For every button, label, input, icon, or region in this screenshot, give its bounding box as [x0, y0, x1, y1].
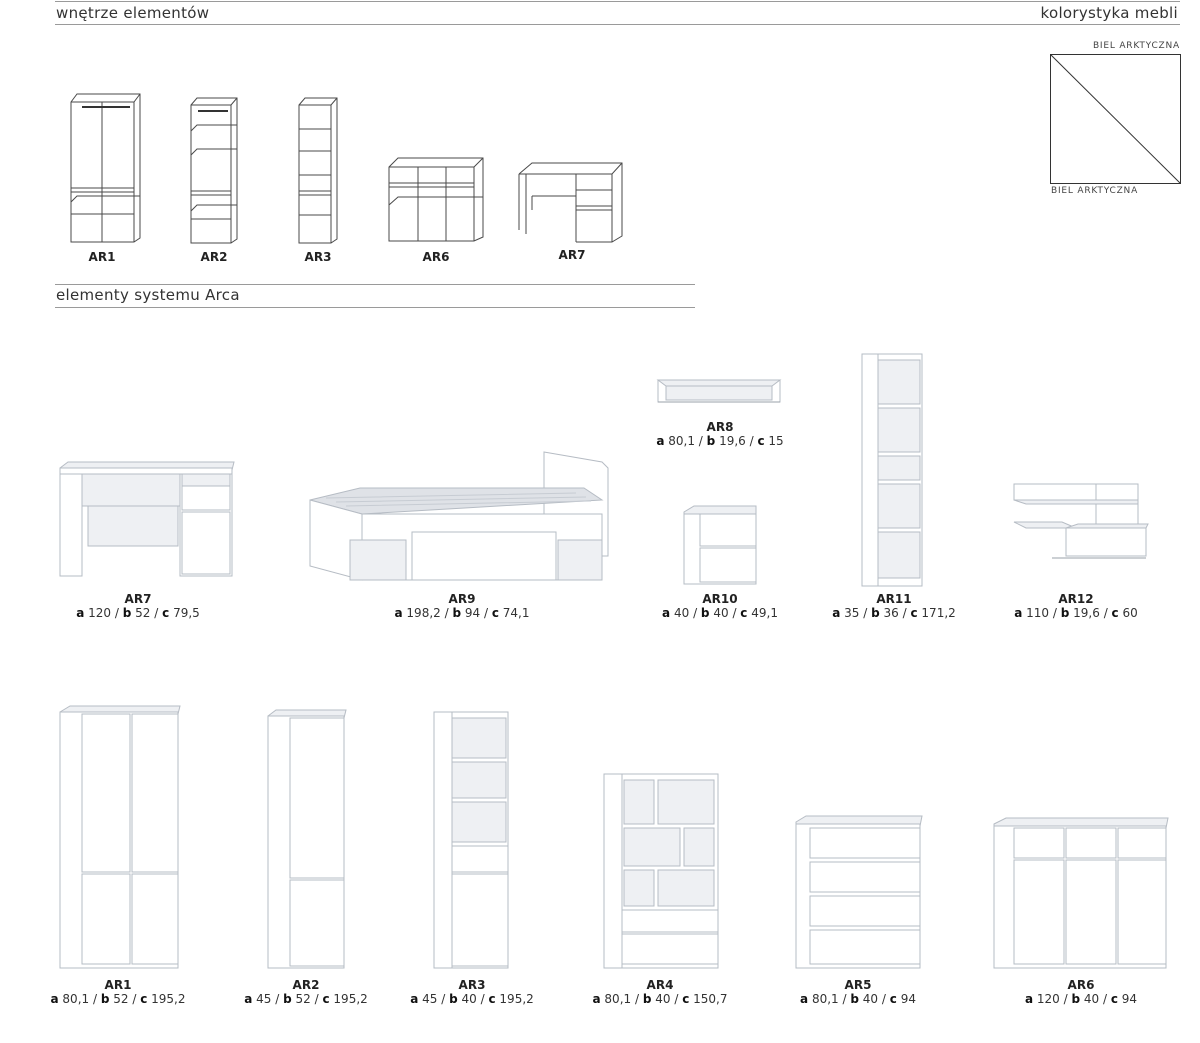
- interior-ar1-drawing: [70, 93, 141, 243]
- product-ar7: AR7 a 120 / b 52 / c 79,5: [76, 592, 200, 620]
- interior-ar6: AR6: [422, 250, 450, 264]
- product-ar4-image: [603, 773, 719, 969]
- interior-heading: wnętrze elementów: [56, 4, 210, 22]
- product-ar12: AR12 a 110 / b 19,6 / c 60: [1014, 592, 1138, 620]
- product-ar3-image: [433, 711, 509, 969]
- system-heading: elementy systemu Arca: [56, 286, 240, 304]
- product-ar6: AR6 a 120 / b 40 / c 94: [1024, 978, 1138, 1006]
- interior-ar7-drawing: [518, 162, 623, 243]
- colors-heading: kolorystyka mebli: [1040, 4, 1178, 22]
- interior-ar6-drawing: [388, 157, 484, 242]
- interior-ar3: AR3: [304, 250, 332, 264]
- product-ar1: AR1 a 80,1 / b 52 / c 195,2: [50, 978, 186, 1006]
- swatch-top-label: BIEL ARKTYCZNA: [1092, 41, 1180, 51]
- product-ar8: AR8 a 80,1 / b 19,6 / c 15: [656, 420, 784, 448]
- product-ar5-image: [795, 815, 923, 969]
- header-rule: [55, 24, 1180, 25]
- product-ar7-image: [59, 461, 235, 577]
- product-ar10-image: [683, 505, 757, 585]
- color-swatch-biel-arktyczna: [1050, 54, 1181, 184]
- product-ar3: AR3 a 45 / b 40 / c 195,2: [410, 978, 534, 1006]
- interior-ar2: AR2: [200, 250, 228, 264]
- product-ar5: AR5 a 80,1 / b 40 / c 94: [800, 978, 916, 1006]
- interior-ar7: AR7: [558, 248, 586, 262]
- product-ar6-image: [993, 817, 1169, 969]
- interior-ar3-drawing: [298, 97, 338, 244]
- product-ar9: AR9 a 198,2 / b 94 / c 74,1: [394, 592, 530, 620]
- product-ar4: AR4 a 80,1 / b 40 / c 150,7: [592, 978, 728, 1006]
- interior-ar1: AR1: [88, 250, 116, 264]
- product-ar11: AR11 a 35 / b 36 / c 171,2: [832, 592, 956, 620]
- product-ar2: AR2 a 45 / b 52 / c 195,2: [244, 978, 368, 1006]
- product-ar2-image: [267, 709, 347, 969]
- product-ar1-image: [59, 705, 181, 969]
- product-ar10: AR10 a 40 / b 40 / c 49,1: [662, 592, 778, 620]
- product-ar8-image: [656, 379, 782, 403]
- product-ar11-image: [861, 353, 923, 587]
- swatch-bottom-label: BIEL ARKTYCZNA: [1051, 186, 1139, 196]
- interior-ar2-drawing: [190, 97, 238, 244]
- product-ar9-image: [309, 451, 609, 581]
- top-rule: [55, 1, 1180, 2]
- system-bottom-rule: [55, 307, 695, 308]
- system-top-rule: [55, 284, 695, 285]
- product-ar12-image: [1013, 483, 1149, 559]
